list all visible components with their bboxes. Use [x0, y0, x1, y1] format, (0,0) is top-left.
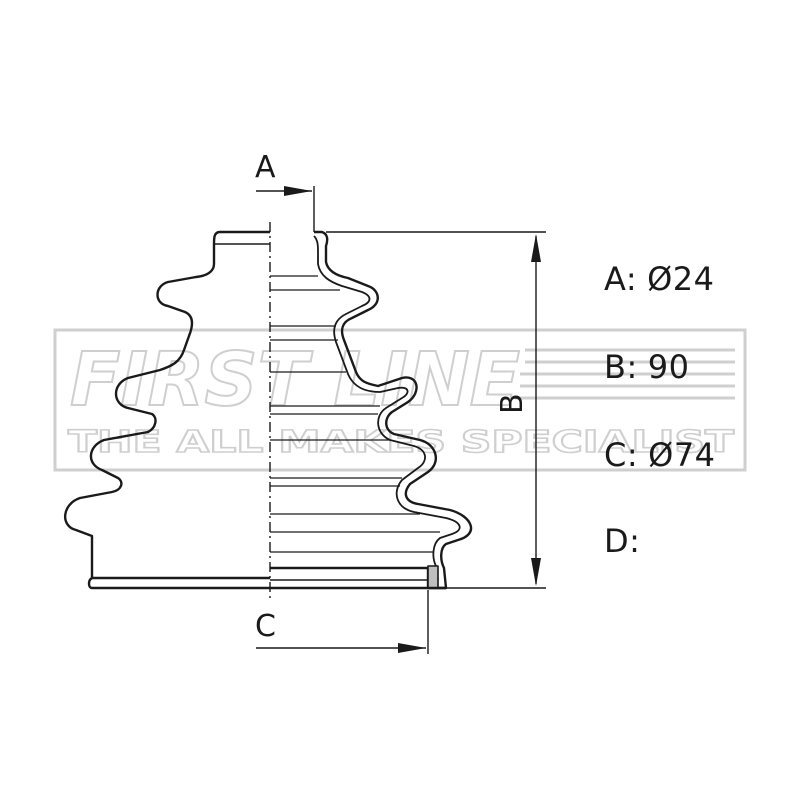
dimension-a-arrow	[284, 186, 312, 196]
watermark-speed-lines	[515, 348, 735, 400]
dimension-b	[326, 231, 546, 589]
boot-inner-ridges	[270, 275, 440, 553]
dimension-c	[256, 590, 429, 654]
watermark-brand: FIRST LINE	[70, 337, 520, 423]
dimension-b-arrow-bottom	[531, 558, 541, 586]
dimension-b-arrow-top	[531, 234, 541, 262]
spec-key-c: C:	[604, 436, 639, 474]
spec-key-a: A:	[604, 260, 638, 298]
boot-outline	[64, 230, 270, 590]
spec-row-d: D:	[604, 522, 650, 560]
spec-value-a: Ø24	[647, 260, 715, 298]
boot-section-inner-wall	[313, 235, 461, 581]
spec-key-b: B:	[604, 348, 638, 386]
boot-section	[270, 230, 473, 590]
boot-section-outer-wall	[270, 230, 473, 590]
spec-value-b: 90	[647, 348, 690, 386]
spec-row-c: C:Ø74	[604, 436, 716, 474]
watermark-frame	[53, 328, 747, 472]
dimension-c-arrow	[398, 643, 426, 653]
dimension-a-label: A	[255, 150, 276, 185]
dimension-c-label: C	[255, 609, 276, 644]
spec-key-d: D:	[604, 522, 641, 560]
dimension-a	[256, 186, 315, 232]
dimension-b-label: B	[495, 393, 530, 414]
spec-row-a: A:Ø24	[604, 260, 715, 298]
spec-value-c: Ø74	[648, 436, 716, 474]
boot-section-corner	[427, 565, 439, 589]
spec-row-b: B:90	[604, 348, 689, 386]
boot-outer-profile	[64, 230, 270, 590]
